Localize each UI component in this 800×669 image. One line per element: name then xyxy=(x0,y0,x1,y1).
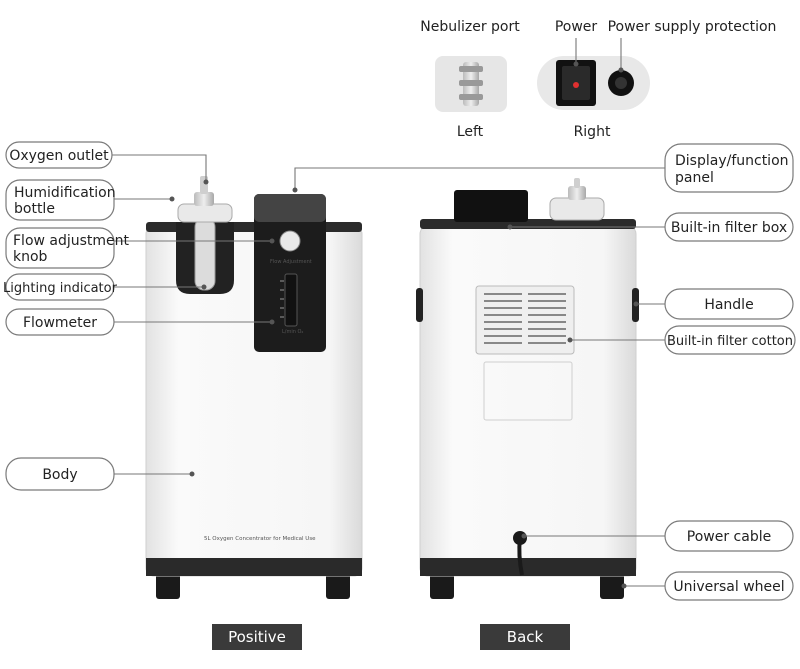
flow-adjustment-print: Flow Adjustment xyxy=(270,259,312,265)
callout-oxygen-outlet: Oxygen outlet xyxy=(5,141,113,169)
caption-back-text: Back xyxy=(507,628,544,646)
callout-flow-adjustment-knob: Flow adjustment knob xyxy=(5,227,130,269)
callout-humidification-bottle: Humidification bottle xyxy=(5,179,116,221)
nebulizer-port-detail xyxy=(435,56,507,112)
label-right: Right xyxy=(574,124,611,140)
callout-universal-wheel: Universal wheel xyxy=(664,571,794,601)
power-switch-detail xyxy=(537,56,650,110)
label-left: Left xyxy=(457,124,484,140)
callout-flowmeter-text: Flowmeter xyxy=(23,315,97,331)
callout-body: Body xyxy=(5,457,115,491)
callout-power-cable-text: Power cable xyxy=(687,529,771,545)
front-device: Flow Adjustment L/min O₂ 5L Oxygen Conce… xyxy=(145,176,363,599)
callout-filter-cotton: Built-in filter cotton xyxy=(664,325,796,355)
callout-body-text: Body xyxy=(42,467,77,483)
callout-humidification-text-1: Humidification xyxy=(14,185,116,201)
callout-power-cable: Power cable xyxy=(664,520,794,552)
callout-flowmeter: Flowmeter xyxy=(5,308,115,336)
callout-display-text-2: panel xyxy=(675,170,714,186)
label-nebulizer-port: Nebulizer port xyxy=(420,19,520,35)
label-power-supply-protection: Power supply protection xyxy=(608,19,777,35)
callout-display-panel: Display/function panel xyxy=(664,143,794,193)
back-device xyxy=(416,178,639,599)
callout-lighting-indicator: Lighting indicator xyxy=(3,273,118,301)
callout-handle-text: Handle xyxy=(704,297,753,313)
callout-flow-knob-text-2: knob xyxy=(13,249,48,265)
callout-flow-knob-text-1: Flow adjustment xyxy=(13,233,130,249)
callout-lighting-indicator-text: Lighting indicator xyxy=(3,281,118,296)
callout-filter-box-text: Built-in filter box xyxy=(671,220,787,236)
callout-humidification-text-2: bottle xyxy=(14,201,55,217)
caption-positive-text: Positive xyxy=(228,628,286,646)
caption-positive: Positive xyxy=(212,624,302,650)
callout-oxygen-outlet-text: Oxygen outlet xyxy=(9,148,109,164)
caption-back: Back xyxy=(480,624,570,650)
callout-filter-box: Built-in filter box xyxy=(664,212,794,242)
label-power: Power xyxy=(555,19,598,35)
callout-filter-cotton-text: Built-in filter cotton xyxy=(667,334,793,349)
flowmeter-ticks xyxy=(280,280,284,318)
callout-display-text-1: Display/function xyxy=(675,153,789,169)
front-body-print: 5L Oxygen Concentrator for Medical Use xyxy=(204,536,316,542)
leader-lines xyxy=(110,38,665,589)
vent-slats xyxy=(484,293,566,344)
lmin-print: L/min O₂ xyxy=(282,329,303,335)
callout-handle: Handle xyxy=(664,288,794,320)
callout-universal-wheel-text: Universal wheel xyxy=(673,579,784,595)
